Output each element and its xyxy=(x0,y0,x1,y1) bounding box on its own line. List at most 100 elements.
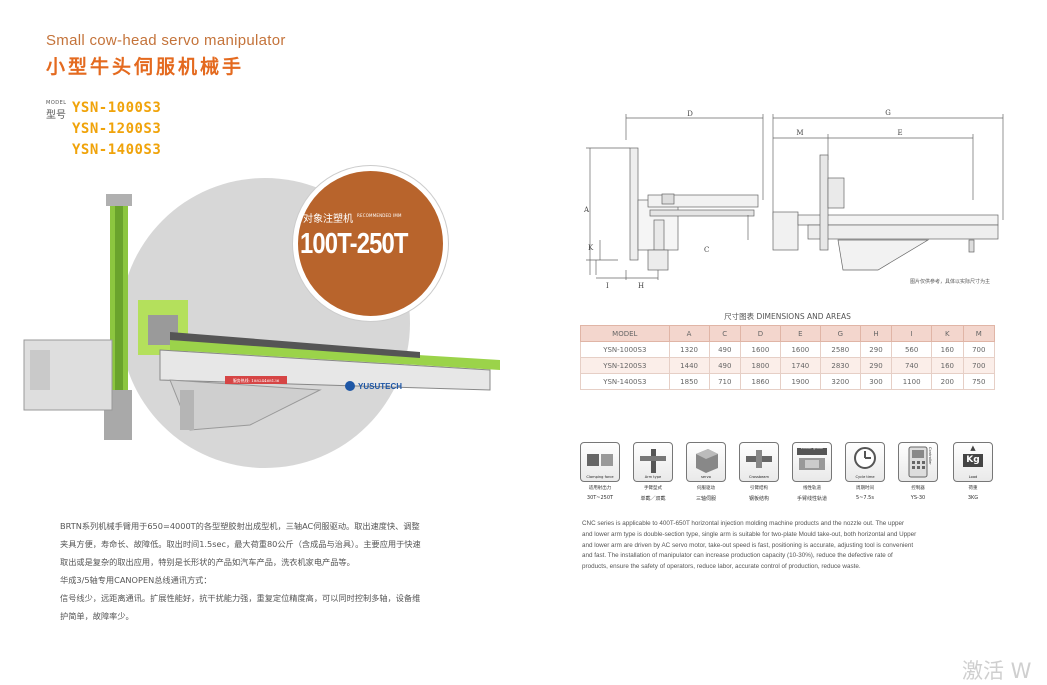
table-header-cell: E xyxy=(779,325,821,342)
arm-type-icon: Arm type xyxy=(633,442,673,482)
table-cell: 710 xyxy=(708,373,741,390)
table-cell: 290 xyxy=(859,341,893,358)
feature-value: YS-30 xyxy=(910,495,926,501)
label-k: K xyxy=(588,244,594,252)
feature-clamping-force: Clamping force 适用射出力 30T~250T xyxy=(580,442,620,501)
sticker-text: 服务热线: 18824468136 xyxy=(233,377,280,383)
feature-value: 30T~250T xyxy=(586,495,614,501)
feature-label: 线性轨道 xyxy=(803,486,821,491)
label-d: D xyxy=(687,110,693,118)
table-cell: 490 xyxy=(708,357,741,374)
table-cell: 200 xyxy=(931,373,964,390)
feature-value: 手臂线性轨道 xyxy=(796,496,827,502)
table-cell: 1440 xyxy=(668,357,710,374)
table-cell: 700 xyxy=(962,341,996,358)
clamping-force-icon: Clamping force xyxy=(580,442,620,482)
feature-crossbeam: Crossbeam 引臂结构 钢板结构 xyxy=(739,442,779,502)
feature-value: 钢板结构 xyxy=(748,496,769,502)
desc-en-line-5: products, ensure the safety of operators… xyxy=(582,563,861,571)
title-chinese: 小型牛头伺服机械手 xyxy=(46,56,245,78)
desc-en-line-3: and lower arm are driven by AC servo mot… xyxy=(582,541,914,549)
watermark-text: 激活 W xyxy=(962,659,1032,683)
table-cell: 1100 xyxy=(891,373,933,390)
label-g: G xyxy=(885,109,891,117)
label-a: A xyxy=(583,206,590,214)
table-cell: 1600 xyxy=(739,341,781,358)
feature-value: 3KG xyxy=(967,495,979,501)
table-cell: 2580 xyxy=(819,341,861,358)
front-view-diagram xyxy=(586,114,764,280)
linear-guide-icon: Linear guide xyxy=(792,442,832,482)
table-cell: YSN-1200S3 xyxy=(580,357,670,374)
table-header-cell: A xyxy=(668,325,710,342)
load-glyph: Kg xyxy=(963,454,983,467)
label-e: E xyxy=(897,129,902,137)
feature-label: 引臂结构 xyxy=(750,486,768,491)
table-cell: 1900 xyxy=(779,373,821,390)
cycle-time-icon: Cycle time xyxy=(845,442,885,482)
table-cell: 2830 xyxy=(819,357,861,374)
badge-circle xyxy=(293,166,448,321)
desc-cn-line-2: 夹具方便，寿命长、故障低。取出时间1.5sec，最大荷重80公斤（含成品与治具）… xyxy=(60,539,421,549)
table-header-cell: MODEL xyxy=(580,325,670,342)
table-header-cell: H xyxy=(859,325,893,342)
servo-icon: servo xyxy=(686,442,726,482)
desc-cn-line-1: BRTN系列机械手臂用于650=4000T的各型塑胶射出成型机，三轴AC伺服驱动… xyxy=(60,521,420,531)
feature-label: 手臂型式 xyxy=(644,486,662,491)
diagram-note: 图片仅供参考，具体以实际尺寸为主 xyxy=(910,279,991,285)
crossbeam-icon: Crossbeam xyxy=(739,442,779,482)
model-tag: MODEL 型号 xyxy=(46,100,68,121)
feature-cycle-time: Cycle time 周期时间 5~7.5s xyxy=(845,442,885,501)
table-cell: 1320 xyxy=(668,341,710,358)
feature-label: 周期时间 xyxy=(856,486,874,491)
feature-controller: Controller 控制器 YS-30 xyxy=(898,442,938,501)
feature-value: 单截／双截 xyxy=(640,496,666,502)
desc-cn-line-4: 华成3/5轴专用CANOPEN总线通讯方式： xyxy=(60,575,212,585)
manipulator-image: 服务热线: 18824468136 YUSUTECH xyxy=(23,194,500,440)
load-icon: ▲ Kg Load xyxy=(953,442,993,482)
table-cell: 160 xyxy=(931,341,964,358)
table-header-cell: D xyxy=(739,325,781,342)
table-cell: 1860 xyxy=(739,373,781,390)
label-i: I xyxy=(606,282,609,290)
table-cell: 750 xyxy=(962,373,996,390)
model-name-1: YSN-1000S3 xyxy=(72,100,162,116)
feature-linear-guide: Linear guide 线性轨道 手臂线性轨道 xyxy=(792,442,832,502)
desc-en-line-2: and lower arm type is double-section typ… xyxy=(582,530,917,538)
controller-icon: Controller xyxy=(898,442,938,482)
feature-value: 5~7.5s xyxy=(856,495,874,501)
model-label-en: MODEL xyxy=(46,100,67,106)
table-cell: 290 xyxy=(859,357,893,374)
dimensions-title: 尺寸图表 DIMENSIONS AND AREAS xyxy=(724,312,851,321)
table-cell: YSN-1000S3 xyxy=(580,341,670,358)
feature-label: 控制器 xyxy=(911,486,925,491)
table-cell: 1740 xyxy=(779,357,821,374)
title-english: Small cow-head servo manipulator xyxy=(46,32,286,49)
dimension-diagrams: D A C K I H G M E xyxy=(583,109,1004,290)
table-cell: 1800 xyxy=(739,357,781,374)
table-row: YSN-1000S3 1320 490 1600 1600 2580 290 5… xyxy=(580,341,996,358)
feature-load: ▲ Kg Load 荷重 3KG xyxy=(953,442,993,501)
feature-label: 适用射出力 xyxy=(588,486,612,491)
feature-servo: servo 伺服驱动 三轴伺服 xyxy=(686,442,726,502)
label-c: C xyxy=(704,246,709,254)
model-name-3: YSN-1400S3 xyxy=(72,142,162,158)
desc-cn-line-5: 信号线少，远距离通讯。扩展性能好，抗干扰能力强，重复定位精度高，可以同时控制多轴… xyxy=(60,593,421,603)
table-header-cell: K xyxy=(931,325,964,342)
table-cell: 490 xyxy=(708,341,741,358)
table-cell: 3200 xyxy=(819,373,861,390)
table-header-cell: M xyxy=(962,325,996,342)
table-header-cell: G xyxy=(819,325,861,342)
table-cell: 160 xyxy=(931,357,964,374)
table-cell: 740 xyxy=(891,357,933,374)
desc-en-line-1: CNC series is applicable to 400T-650T ho… xyxy=(582,520,905,527)
model-label-cn: 型号 xyxy=(46,110,66,121)
badge-label-en: RECOMMENDED IMM xyxy=(357,213,402,218)
feature-label: 伺服驱动 xyxy=(697,486,715,491)
side-view-diagram xyxy=(772,114,1004,271)
badge-tonnage-range: 100T-250T xyxy=(300,228,408,260)
feature-value: 三轴伺服 xyxy=(695,496,716,502)
table-row: YSN-1200S3 1440 490 1800 1740 2830 290 7… xyxy=(580,357,996,374)
table-cell: 300 xyxy=(859,373,893,390)
table-cell: 560 xyxy=(891,341,933,358)
